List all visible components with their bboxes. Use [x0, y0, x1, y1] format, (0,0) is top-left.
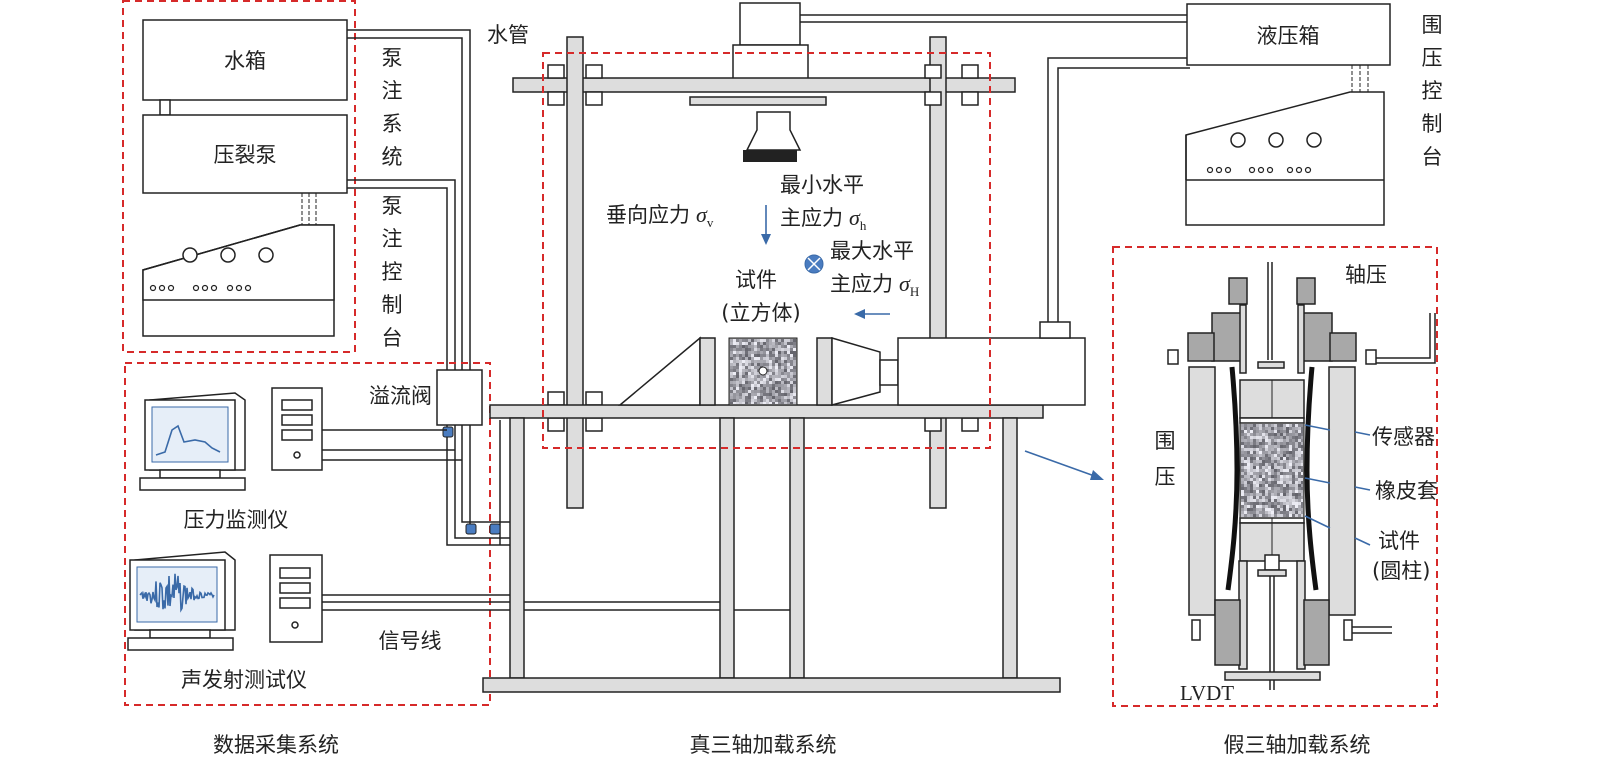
pseudo-triaxial-caption: 假三轴加载系统 — [1224, 733, 1371, 757]
gauge-icon — [1230, 132, 1246, 148]
true-triaxial-caption: 真三轴加载系统 — [690, 733, 837, 757]
triaxial-cell — [1167, 262, 1436, 690]
cylinder-specimen-label-2: (圆柱) — [1372, 559, 1430, 583]
cube-specimen-label-1: 试件 — [735, 268, 777, 292]
svg-text:控: 控 — [382, 260, 403, 284]
valve-pipes — [442, 420, 520, 546]
signal-line-label: 信号线 — [379, 629, 442, 653]
svg-text:围: 围 — [1422, 13, 1443, 37]
gauge-icon — [1306, 132, 1322, 148]
gauge-icon — [182, 247, 198, 263]
hydraulic-tank-label: 液压箱 — [1257, 24, 1320, 48]
acoustic-emission-computer — [127, 551, 790, 651]
svg-text:系: 系 — [382, 112, 403, 136]
valve-connector-icon — [442, 426, 454, 438]
callout-arrow — [1024, 450, 1104, 480]
cylinder-specimen-label-1: 试件 — [1378, 529, 1420, 553]
rock-texture — [1241, 424, 1303, 517]
svg-text:压: 压 — [1155, 465, 1176, 489]
pump-console-label: 泵 注 控 制 台 — [382, 194, 403, 350]
cube-specimen-label-2: (立方体) — [721, 301, 800, 325]
pump-cable — [301, 193, 317, 225]
confining-console-label: 围 压 控 制 台 — [1422, 13, 1443, 169]
svg-text:注: 注 — [382, 79, 403, 103]
svg-text:制: 制 — [382, 293, 403, 317]
injection-system-frame — [122, 0, 356, 353]
valve-connector-icon — [465, 523, 477, 535]
water-pipe-label: 水管 — [487, 23, 529, 47]
rock-texture — [730, 339, 796, 404]
pressure-monitor-label: 压力监测仪 — [184, 508, 289, 532]
hydraulic-tank-box — [1186, 3, 1391, 66]
min-horizontal-label-1: 最小水平 — [780, 173, 864, 197]
svg-text:统: 统 — [382, 145, 403, 169]
rubber-sleeve-label: 橡皮套 — [1375, 479, 1438, 503]
valve-connector-icon — [489, 523, 501, 535]
acquisition-caption: 数据采集系统 — [213, 733, 339, 757]
lvdt-label: LVDT — [1180, 681, 1234, 705]
confining-pressure-label: 围 压 — [1155, 429, 1176, 489]
max-horizontal-label-1: 最大水平 — [830, 239, 914, 263]
overflow-valve-label: 溢流阀 — [369, 384, 432, 408]
true-triaxial-frame-structure — [482, 2, 1190, 693]
svg-text:控: 控 — [1422, 79, 1443, 103]
gauge-icon — [220, 247, 236, 263]
gauge-icon — [1268, 132, 1284, 148]
pseudo-triaxial-frame — [1112, 246, 1438, 707]
svg-text:泵: 泵 — [382, 46, 403, 70]
fracturing-pump-box — [142, 114, 348, 194]
pressure-curve — [155, 424, 221, 456]
acquisition-system-frame — [124, 362, 491, 706]
leader-lines — [1304, 424, 1371, 546]
pump-system-label: 泵 注 系 统 — [382, 46, 403, 169]
svg-text:制: 制 — [1422, 112, 1443, 136]
gauge-icon — [258, 247, 274, 263]
svg-text:泵: 泵 — [382, 194, 403, 218]
pump-control-console — [142, 224, 335, 337]
acoustic-waveform — [139, 573, 215, 613]
max-horizontal-stress-icon — [804, 254, 824, 274]
tank-pump-connector — [159, 99, 171, 116]
svg-text:注: 注 — [382, 227, 403, 251]
pressure-monitor-computer — [139, 387, 462, 491]
sensor-label: 传感器 — [1372, 425, 1435, 449]
fracturing-pump-label: 压裂泵 — [214, 143, 277, 167]
svg-text:围: 围 — [1155, 429, 1176, 453]
water-tank-box — [142, 19, 348, 101]
overflow-valve-box — [436, 369, 483, 426]
min-horizontal-stress-arrow — [854, 309, 890, 319]
water-tank-label: 水箱 — [224, 49, 266, 73]
axial-pressure-label: 轴压 — [1345, 263, 1387, 287]
confining-control-console — [1185, 91, 1385, 226]
borehole-icon — [758, 366, 768, 376]
svg-text:台: 台 — [382, 326, 403, 350]
vertical-stress-arrow — [761, 205, 771, 245]
water-pipe — [347, 29, 471, 370]
acoustic-emission-label: 声发射测试仪 — [181, 668, 307, 692]
svg-text:压: 压 — [1422, 46, 1443, 70]
svg-text:台: 台 — [1422, 145, 1443, 169]
confining-cable — [1351, 65, 1369, 95]
